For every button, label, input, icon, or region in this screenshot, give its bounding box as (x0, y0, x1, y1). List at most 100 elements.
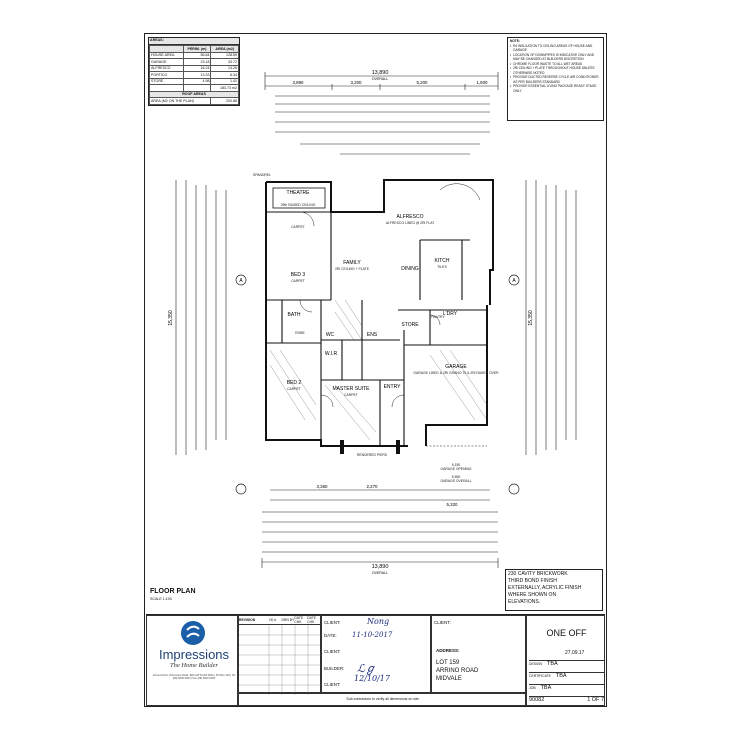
address-label: ADDRESS: (436, 648, 460, 653)
finish-note-line: 230 CAVITY BRICKWORK (508, 571, 568, 577)
garage-overall-dim: 5,550 (452, 475, 461, 479)
room-alfresco: ALFRESCO (397, 214, 424, 220)
side-dimensions (175, 180, 577, 455)
brand-address: Ground Floor, 8 Romano Road, BALCATTA WA… (152, 674, 236, 681)
builder-label: BUILDER: (324, 666, 345, 671)
info-row: JOB TBA (529, 684, 604, 691)
room-wir: W.I.R (325, 351, 338, 357)
client-signoff-block: CLIENT: Nong DATE: 11-10-2017 CLIENT: ℒℊ… (321, 615, 431, 693)
bottom-dim-2: 2,270 (367, 484, 379, 489)
scale-label: SCALE 1:100 (150, 597, 172, 601)
builder-signature-icon: ℒℊ (357, 662, 376, 675)
job-number: 90082 (529, 697, 545, 703)
theatre-ceiling (272, 187, 326, 209)
finish-note-line: EXTERNALLY, ACRYLIC FINISH (508, 585, 582, 591)
room-labels: THEATRE BED 3 FAMILY DINING KITCH ALFRES… (287, 190, 468, 392)
room-family: FAMILY (343, 260, 361, 266)
top-dim-1: 3,890 (293, 80, 305, 85)
note-text: PROVIDE DUCTED REVERSE CYCLE AIR CONDITI… (513, 75, 599, 84)
side-dim-left: 15,350 (168, 310, 174, 326)
note-text: PROVIDE ESSENTIAL LIVING PACKAGE READY S… (513, 84, 597, 93)
room-bed2: BED 2 (287, 380, 302, 386)
room-wc: WC (326, 332, 335, 338)
overall-bottom-dim: 13,890 (372, 564, 389, 570)
room-kitchen: KITCH (435, 258, 450, 264)
garage-note: GARAGE LINED & 2Ri GRANO 75 & 2Ri RAKED … (413, 371, 499, 375)
rev-col: DATE CHK (307, 616, 316, 624)
notes-box: NOTE: •R4 INSULATION TO CEILING AREAS OF… (507, 37, 604, 121)
rendered-piers-label: RENDERED PIERS (357, 453, 388, 457)
carpet-label: CARPET (344, 393, 358, 397)
job-sheet-row: 90082 1 OF 7 (529, 696, 604, 703)
date-value: 11-10-2017 (352, 631, 393, 639)
floor-plan-title: FLOOR PLAN (150, 588, 196, 595)
bottom-dim-3: 5,320 (447, 502, 459, 507)
finish-note: 230 CAVITY BRICKWORK THIRD BOND FINISH E… (505, 569, 603, 611)
garage-opening-dim: 5,150 (452, 463, 461, 467)
rev-col: VD # (268, 618, 277, 622)
tiles-label: TILES (437, 265, 447, 269)
room-bath: BATH (288, 312, 301, 318)
client2-label: CLIENT: (324, 649, 341, 654)
family-note: 2Ri CEILING + PLATE (335, 267, 370, 271)
notes-title: NOTE: (510, 39, 520, 43)
carpet-label: CARPET (291, 279, 305, 283)
info-row: DESIGN TBA (529, 660, 604, 667)
company-logo-block: Impressions The Home Builder Ground Floo… (146, 615, 238, 706)
room-theatre: THEATRE (287, 190, 311, 196)
area-perim: 23.18 (182, 58, 212, 66)
pantry-label: PANTRY (431, 315, 445, 319)
section-markers (235, 274, 520, 495)
brand-name: Impressions (158, 647, 230, 662)
carpet-label: CARPET (291, 225, 305, 229)
note-item: •CHROME FLOOR WASTE TO ALL WET AREAS (510, 61, 583, 66)
note-text: 2Ri CEILING + PLATE THROUGHOUT HOUSE UNL… (513, 66, 595, 75)
roof-areas-header: ROOF AREAS (149, 90, 239, 98)
rendered-piers (340, 440, 400, 454)
finish-note-line: WHERE SHOWN ON (508, 592, 557, 598)
area-value: 14.26 (210, 64, 239, 72)
top-dim-3: 5,200 (417, 80, 429, 85)
rev-col: DATE CHK (294, 616, 304, 624)
carpet-label: CARPET (287, 387, 301, 391)
address-line-2: ARRINO ROAD (436, 668, 479, 674)
room-ens: ENS (367, 332, 378, 338)
top-dim-2: 3,200 (351, 80, 363, 85)
info-row-value: TBA (555, 673, 567, 679)
room-bed3: BED 3 (291, 272, 306, 278)
info-row-value: TBA (540, 685, 552, 691)
client-label: CLIENT: (324, 620, 341, 625)
address-line-3: MIDVALE (436, 676, 462, 682)
area-value: 6.34 (210, 71, 239, 79)
roof-area-label: AREA (M2 ON THE PLAN) (148, 97, 212, 105)
overall-bottom-label: OVERALL (372, 571, 388, 575)
note-item: •PROVIDE DUCTED REVERSE CYCLE AIR CONDIT… (510, 75, 601, 84)
info-row-value: TBA (546, 661, 558, 667)
client-signature: Nong (367, 617, 390, 626)
project-title: ONE OFF (546, 628, 587, 638)
room-garage: GARAGE (445, 364, 467, 370)
top-dim-4: 1,500 (477, 80, 489, 85)
note-item: •R4 INSULATION TO CEILING AREAS OF HOUSE… (510, 44, 601, 53)
drawing-sheet (144, 33, 607, 707)
door-swings (299, 183, 481, 408)
footer-note-text: Sub-contractors to verify all dimensions… (346, 697, 420, 701)
section-marker-label: A (512, 278, 516, 284)
room-dining: DINING (401, 266, 419, 272)
alfresco-note: ALFRESCO LINED @ 2Ri FLAT (386, 221, 435, 225)
info-row-label: CERTIFICATE (529, 674, 551, 678)
overall-top-label: OVERALL (372, 77, 388, 81)
area-perim: 4.98 (182, 77, 212, 85)
note-text: LOCATION OF DOWNPIPES IS INDICATIVE ONLY… (513, 52, 595, 62)
robe-label: ROBE (295, 331, 305, 335)
revision-block: REVISION VD # DRN BY DATE CHK DATE CHK (238, 615, 322, 695)
theatre-note: 29th RAISED CEILING (281, 203, 316, 207)
brand-tagline: The Home Builder (169, 662, 219, 669)
revision-label: REVISION (239, 618, 256, 622)
finish-note-line: THIRD BOND FINISH (508, 578, 557, 584)
room-notes: 29th RAISED CEILING CARPET CARPET 2Ri CE… (253, 173, 499, 483)
